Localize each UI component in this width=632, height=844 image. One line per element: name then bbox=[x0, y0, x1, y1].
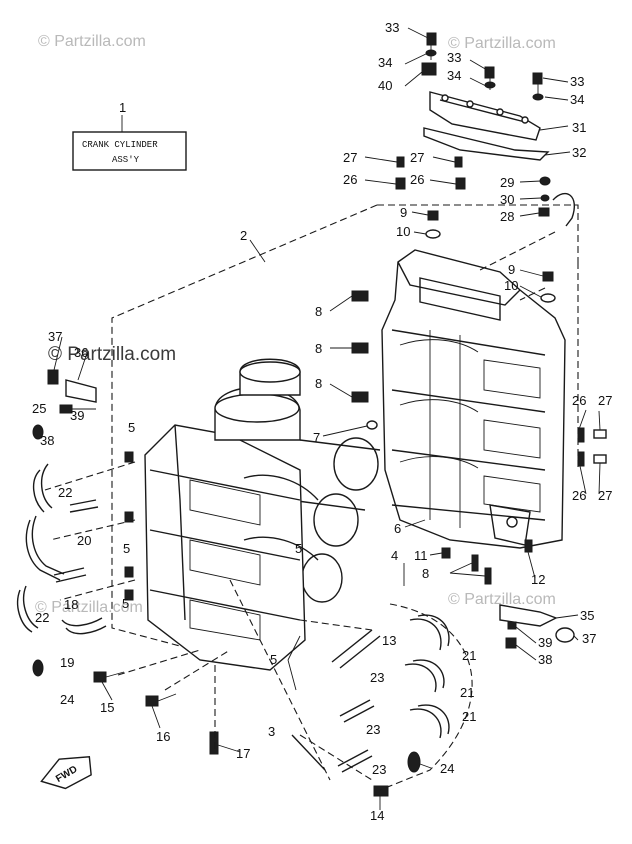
callout: 9 bbox=[400, 205, 407, 220]
callout: 8 bbox=[422, 566, 429, 581]
callout: 23 bbox=[372, 762, 386, 777]
callout: 26 bbox=[410, 172, 424, 187]
callout: 4 bbox=[391, 548, 398, 563]
callout: 35 bbox=[580, 608, 594, 623]
callout: 29 bbox=[500, 175, 514, 190]
callout: 5 bbox=[270, 652, 277, 667]
callout: 22 bbox=[35, 610, 49, 625]
watermark-top-right: © Partzilla.com bbox=[448, 35, 556, 52]
bottom-parts bbox=[93, 290, 607, 797]
callout: 26 bbox=[343, 172, 357, 187]
callout: 3 bbox=[268, 724, 275, 739]
crank-cylinder-assy-label: 1 CRANK CYLINDER ASS'Y bbox=[72, 100, 187, 171]
callout: 8 bbox=[315, 376, 322, 391]
exhaust-cover-group bbox=[421, 32, 550, 161]
callout: 8 bbox=[315, 341, 322, 356]
callout: 27 bbox=[598, 488, 612, 503]
callout: 26 bbox=[572, 393, 586, 408]
callout: 33 bbox=[385, 20, 399, 35]
callout-leaders bbox=[53, 27, 601, 810]
callout: 5 bbox=[123, 541, 130, 556]
callout: 38 bbox=[40, 433, 54, 448]
callout: 27 bbox=[343, 150, 357, 165]
cylinder-block bbox=[144, 358, 319, 671]
callout: 30 bbox=[500, 192, 514, 207]
callout: 20 bbox=[77, 533, 91, 548]
callout: 34 bbox=[570, 92, 584, 107]
callout: 6 bbox=[394, 521, 401, 536]
guide-lines bbox=[44, 231, 556, 791]
callout: 24 bbox=[440, 761, 454, 776]
callout: 39 bbox=[538, 635, 552, 650]
callout: 22 bbox=[58, 485, 72, 500]
right-upper-fittings bbox=[395, 156, 575, 303]
callout: 18 bbox=[64, 597, 78, 612]
callout: 38 bbox=[538, 652, 552, 667]
callout: 27 bbox=[410, 150, 424, 165]
callout: 14 bbox=[370, 808, 384, 823]
callout: 23 bbox=[366, 722, 380, 737]
callout: 5 bbox=[122, 596, 129, 611]
callout: 25 bbox=[32, 401, 46, 416]
callout: 21 bbox=[462, 709, 476, 724]
callout: 31 bbox=[572, 120, 586, 135]
callout: 11 bbox=[414, 548, 428, 563]
callout: 5 bbox=[128, 420, 135, 435]
watermark-top-left: © Partzilla.com bbox=[38, 33, 146, 50]
callout: 27 bbox=[598, 393, 612, 408]
callout: 10 bbox=[504, 278, 518, 293]
assembly-line1: CRANK CYLINDER bbox=[82, 140, 158, 150]
crankcase-block bbox=[381, 249, 566, 549]
callout: 17 bbox=[236, 746, 250, 761]
callout: 21 bbox=[460, 685, 474, 700]
callout: 34 bbox=[378, 55, 392, 70]
assembly-number: 1 bbox=[119, 100, 126, 115]
callout: 23 bbox=[370, 670, 384, 685]
callout: 24 bbox=[60, 692, 74, 707]
callout: 39 bbox=[70, 408, 84, 423]
assembly-boundary bbox=[111, 204, 579, 651]
callout: 13 bbox=[382, 633, 396, 648]
callout: 19 bbox=[60, 655, 74, 670]
callout: 9 bbox=[508, 262, 515, 277]
callout: 15 bbox=[100, 700, 114, 715]
callout: 10 bbox=[396, 224, 410, 239]
callout: 28 bbox=[500, 209, 514, 224]
left-hoses bbox=[16, 369, 134, 677]
fwd-arrow: FWD bbox=[40, 756, 92, 790]
callout: 16 bbox=[156, 729, 170, 744]
callout: 32 bbox=[572, 145, 586, 160]
callout-labels: 33 34 40 33 34 33 34 31 32 27 27 26 26 2… bbox=[32, 20, 612, 823]
callout: 2 bbox=[240, 228, 247, 243]
watermark-bottom-left: © Partzilla.com bbox=[35, 599, 143, 616]
callout: 33 bbox=[447, 50, 461, 65]
callout: 34 bbox=[447, 68, 461, 83]
callout: 21 bbox=[462, 648, 476, 663]
callout: 37 bbox=[48, 329, 62, 344]
callout: 40 bbox=[378, 78, 392, 93]
callout: 7 bbox=[313, 430, 320, 445]
watermark-bottom-right: © Partzilla.com bbox=[448, 591, 556, 608]
cylinder-bores bbox=[289, 437, 381, 603]
callout: 37 bbox=[582, 631, 596, 646]
assembly-line2: ASS'Y bbox=[112, 155, 140, 165]
callout: 26 bbox=[572, 488, 586, 503]
callout: 8 bbox=[315, 304, 322, 319]
callout: 36 bbox=[74, 345, 88, 360]
callout: 5 bbox=[295, 541, 302, 556]
callout: 33 bbox=[570, 74, 584, 89]
callout: 12 bbox=[531, 572, 545, 587]
